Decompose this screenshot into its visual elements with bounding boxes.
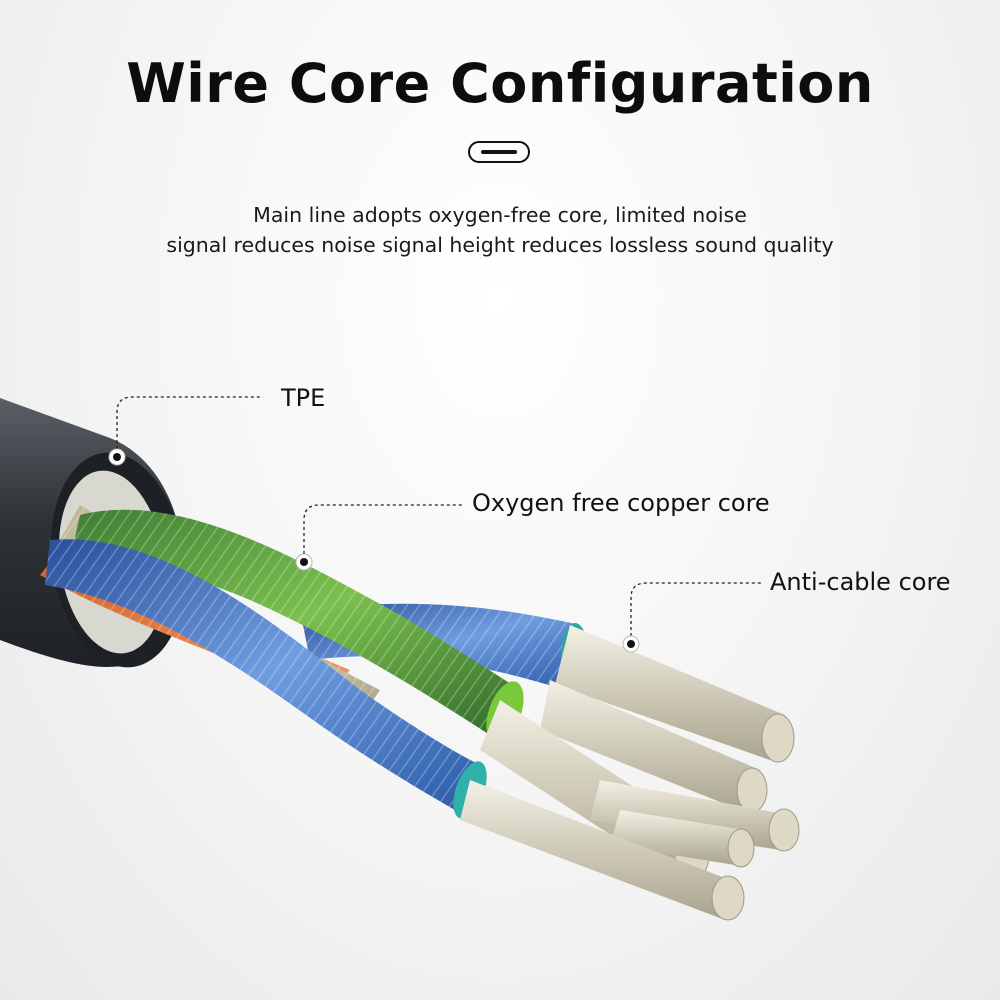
callout-dots [108,448,640,653]
callout-tpe: TPE [281,384,326,412]
callout-anti-cable-core: Anti-cable core [770,568,951,596]
description: Main line adopts oxygen-free core, limit… [0,200,1000,260]
description-line-1: Main line adopts oxygen-free core, limit… [253,203,747,227]
callout-lines [116,396,762,642]
usb-c-connector-icon [468,141,530,163]
page-title: Wire Core Configuration [126,52,874,115]
callout-copper-core: Oxygen free copper core [472,489,770,517]
exposed-strands [460,625,800,921]
description-line-2: signal reduces noise signal height reduc… [166,233,834,257]
